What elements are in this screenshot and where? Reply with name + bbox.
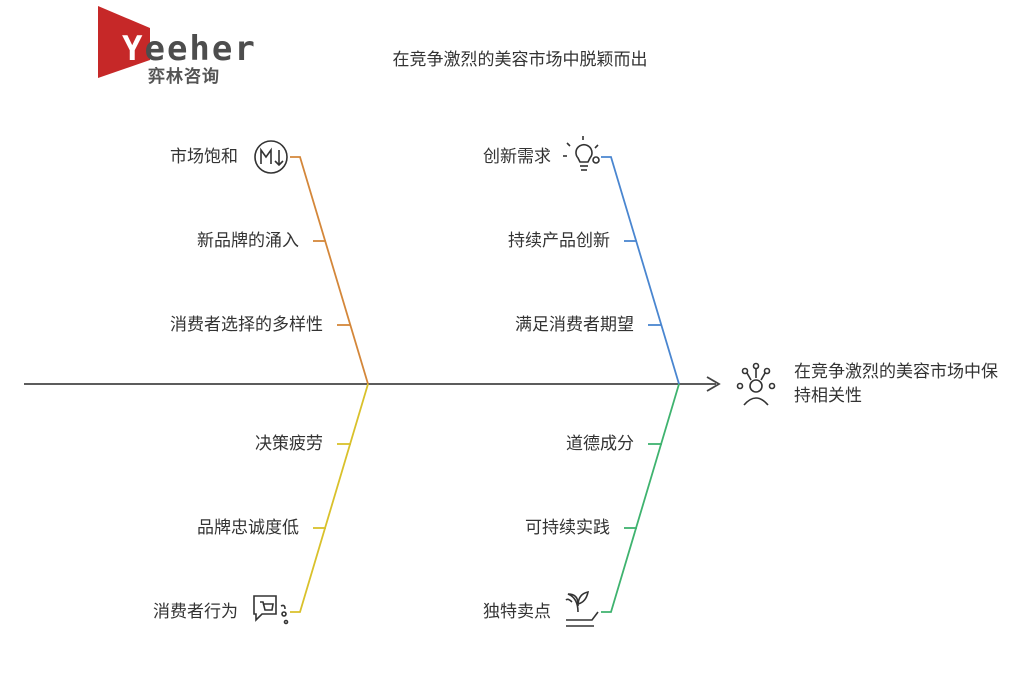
branch-top-left-bone [290, 156, 369, 385]
category-label-innovation-demand: 创新需求 [483, 147, 551, 167]
branch-bottom-right-bone [601, 383, 680, 613]
people-network-icon [736, 362, 776, 406]
logo-wordmark-rest: eeher [144, 29, 257, 69]
effect-label: 在竞争激烈的美容市场中保持相关性 [794, 362, 998, 406]
market-decline-icon [254, 140, 288, 174]
branch-top-right [601, 156, 680, 385]
category-label-unique-selling-point: 独特卖点 [483, 602, 551, 622]
plant-hand-icon [565, 590, 599, 627]
branch-bottom-right [601, 383, 680, 613]
cause-label-continuous-innovation: 持续产品创新 [508, 231, 610, 251]
cause-label-low-loyalty: 品牌忠诚度低 [197, 518, 299, 538]
branch-bottom-left-bone [290, 383, 369, 613]
diagram-title: 在竞争激烈的美容市场中脱颖而出 [392, 50, 648, 70]
branch-top-right-bone [601, 156, 680, 385]
category-label-market-saturation: 市场饱和 [170, 147, 238, 167]
logo-wordmark-first: Y [122, 29, 145, 69]
logo-subtitle: 弈林咨询 [148, 67, 220, 87]
cause-label-decision-fatigue: 决策疲劳 [255, 434, 323, 454]
shopping-cart-thinking-icon [253, 595, 289, 625]
logo-mark-icon [98, 6, 150, 78]
spine-arrowhead [706, 376, 721, 392]
company-logo: Yeeher 弈林咨询 [96, 6, 266, 86]
cause-label-sustainable-practices: 可持续实践 [525, 518, 610, 538]
logo-wordmark: Yeeher [122, 32, 257, 66]
lightbulb-icon [563, 136, 600, 171]
branch-bottom-left [290, 383, 369, 613]
branch-top-left [290, 156, 369, 385]
category-label-consumer-behavior: 消费者行为 [153, 602, 238, 622]
cause-label-consumer-choice: 消费者选择的多样性 [170, 315, 323, 335]
cause-label-meet-expectations: 满足消费者期望 [515, 315, 634, 335]
cause-label-ethical-ingredients: 道德成分 [566, 434, 634, 454]
cause-label-new-brands: 新品牌的涌入 [197, 231, 299, 251]
